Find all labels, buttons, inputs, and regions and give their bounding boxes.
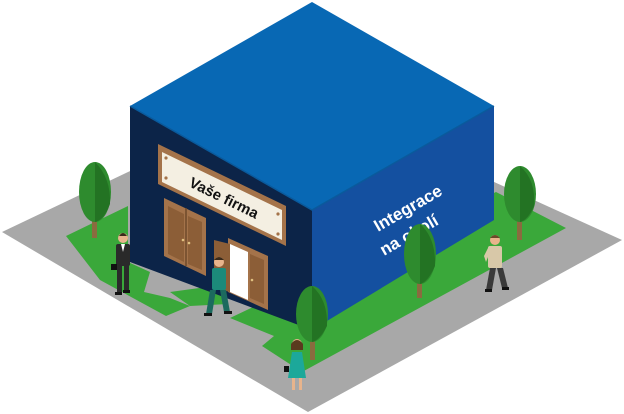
person-walking-right — [484, 235, 509, 292]
tree-right-back — [504, 166, 536, 240]
person-businessman — [111, 233, 130, 295]
tree-front-middle — [296, 286, 328, 360]
door-left — [164, 198, 206, 276]
person-walking-in — [204, 257, 232, 316]
building-side-wall — [312, 106, 494, 330]
tree-left — [79, 162, 111, 238]
tree-front-right — [404, 224, 436, 298]
person-woman — [284, 339, 306, 390]
